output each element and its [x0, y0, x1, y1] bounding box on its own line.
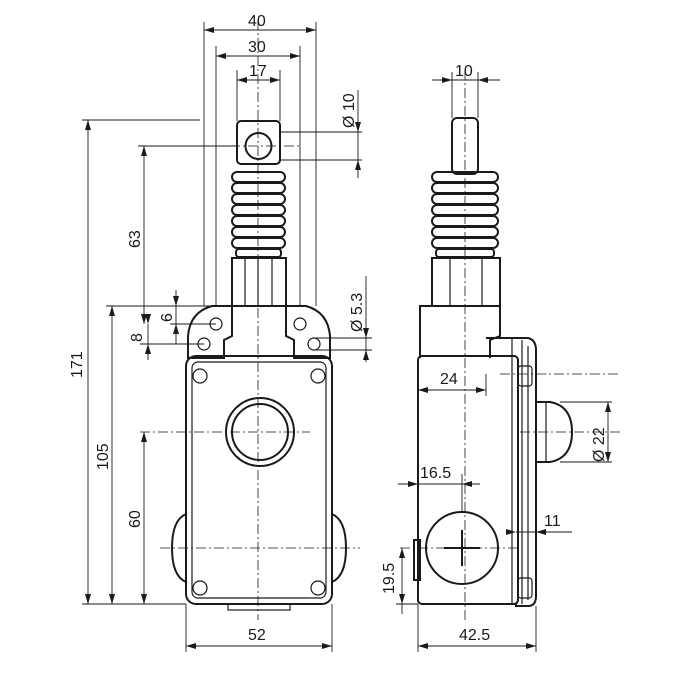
- dim-8-text: 8: [129, 333, 146, 342]
- dim-105-text: 105: [95, 443, 112, 470]
- side-view: 10 24 Ø 22 16.5 11 19.5: [381, 63, 620, 652]
- dim-425-text: 42.5: [459, 627, 490, 644]
- dim-11-text: 11: [544, 513, 561, 530]
- dim-30-text: 30: [248, 39, 266, 56]
- dim-shaft-text: 10: [455, 63, 473, 80]
- dim-63-text: 63: [127, 230, 144, 248]
- front-bracket: [187, 305, 331, 359]
- dim-195-text: 19.5: [381, 563, 398, 594]
- dim-dia22-text: Ø 22: [591, 427, 608, 462]
- dim-17-text: 17: [249, 63, 267, 80]
- side-hex-nut: [431, 257, 501, 307]
- side-push-button: [535, 401, 574, 463]
- dim-60-text: 60: [127, 510, 144, 528]
- dim-165-text: 16.5: [420, 465, 451, 482]
- dim-52-text: 52: [248, 627, 266, 644]
- dim-24-text: 24: [440, 371, 458, 388]
- dim-171-text: 171: [69, 351, 86, 378]
- front-hex-nut: [231, 257, 287, 307]
- front-view: 40 30 17 Ø 10 171 63 105: [69, 13, 372, 652]
- dim-6-text: 6: [159, 313, 176, 322]
- front-housing: [185, 355, 333, 605]
- dim-dia53-text: Ø 5.3: [349, 293, 366, 332]
- front-cap: [236, 120, 281, 165]
- dim-40-text: 40: [248, 13, 266, 30]
- dim-dia10-text: Ø 10: [341, 93, 358, 128]
- front-bellows: [231, 171, 286, 258]
